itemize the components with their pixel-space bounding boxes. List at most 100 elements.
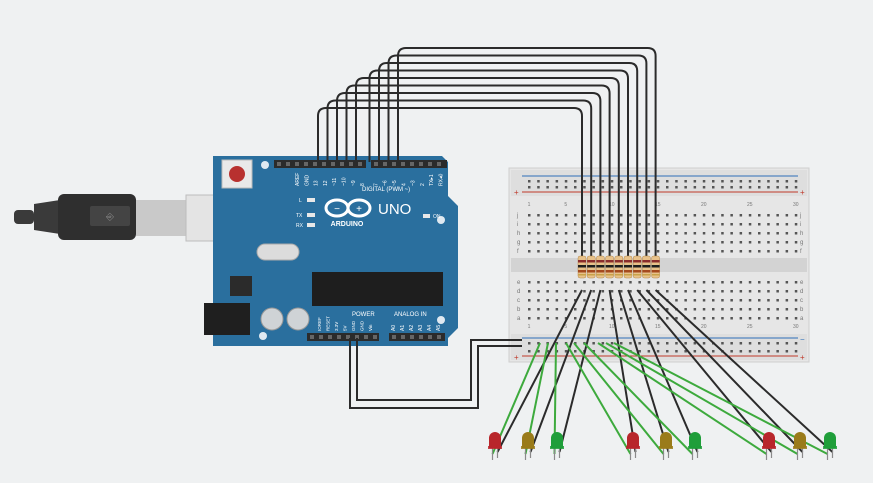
row-letter: a	[517, 316, 521, 322]
svg-text:−: −	[334, 204, 340, 215]
led-anode-wire[interactable]	[654, 289, 834, 453]
led-cathode-wire[interactable]	[573, 342, 665, 455]
row-letter: d	[800, 289, 803, 295]
led-cathode-wire[interactable]	[597, 342, 768, 455]
digital-pin-label: ~5	[392, 180, 398, 186]
digital-pin-label: RX◂0	[439, 174, 445, 186]
arduino-logo-icon: − +	[324, 198, 372, 218]
digital-signal-wires[interactable]	[317, 47, 657, 259]
microcontroller-chip	[312, 272, 443, 306]
digital-pin-label: AREF	[295, 173, 301, 186]
column-number: 15	[655, 324, 661, 330]
led[interactable]	[660, 432, 672, 448]
led[interactable]	[689, 432, 701, 448]
signal-wire[interactable]	[368, 69, 629, 259]
row-letter: b	[517, 307, 521, 313]
power-pin-label: RESET	[326, 316, 331, 331]
digital-pin-label: ~10	[342, 177, 348, 186]
row-letter: j	[799, 213, 801, 219]
power-pin-label: Vin	[368, 324, 373, 331]
column-number: 10	[609, 202, 615, 208]
led[interactable]	[627, 432, 639, 448]
led-anode-wire[interactable]	[645, 289, 804, 453]
digital-pin-label: ~3	[411, 180, 417, 186]
row-letter: i	[517, 222, 518, 228]
digital-pin-label: ~9	[351, 180, 357, 186]
digital-header-right[interactable]	[371, 160, 447, 168]
row-letter: j	[516, 213, 518, 219]
column-number: 15	[655, 202, 661, 208]
signal-wire[interactable]	[397, 47, 657, 258]
rail-plus-bottom: +	[514, 353, 519, 362]
column-number: 1	[528, 324, 531, 330]
led[interactable]	[522, 432, 534, 448]
led-rx-label: RX	[296, 223, 304, 229]
power-label: POWER	[352, 312, 375, 318]
signal-wire[interactable]	[378, 62, 639, 258]
led-anode-wire[interactable]	[608, 289, 637, 453]
digital-pin-label: 12	[323, 180, 329, 186]
column-number: 30	[793, 202, 799, 208]
signal-wire[interactable]	[345, 84, 611, 259]
row-letter: g	[517, 240, 520, 246]
digital-header-left[interactable]	[274, 160, 366, 168]
led[interactable]	[763, 432, 775, 448]
row-letter: d	[517, 289, 520, 295]
row-letter: h	[517, 231, 520, 237]
analog-label: ANALOG IN	[394, 312, 427, 318]
led[interactable]	[489, 432, 501, 448]
power-header[interactable]	[307, 333, 379, 341]
led-cathode-wire[interactable]	[613, 342, 828, 455]
row-letter: c	[517, 298, 520, 304]
column-number: 5	[564, 324, 567, 330]
column-number: 25	[747, 324, 753, 330]
led[interactable]	[794, 432, 806, 448]
digital-pin-label: TX▸1	[429, 174, 435, 186]
led-group[interactable]	[488, 432, 837, 460]
arduino-board[interactable]: − + ARDUINO UNO DIGITAL (PWM ~) POWER AN…	[204, 156, 458, 346]
signal-wire[interactable]	[326, 99, 593, 259]
rail-plus-top-right: +	[800, 188, 805, 197]
led-tx-label: TX	[296, 213, 303, 219]
column-number: 10	[609, 324, 615, 330]
analog-pin-label: A4	[427, 325, 433, 331]
led[interactable]	[824, 432, 836, 448]
brand-label: ARDUINO	[331, 221, 364, 228]
analog-pin-label: A1	[400, 325, 406, 331]
reset-button[interactable]	[229, 166, 245, 182]
led-cathode-wire[interactable]	[565, 342, 632, 455]
column-number: 5	[564, 202, 567, 208]
signal-wire[interactable]	[355, 77, 620, 258]
led-anode-wire[interactable]	[627, 289, 699, 453]
led-anode-wire[interactable]	[529, 289, 593, 453]
row-letter: e	[517, 280, 521, 286]
led-anode-wire[interactable]	[496, 289, 583, 453]
power-pin-label: 3.3V	[334, 322, 339, 331]
digital-pin-label: ~6	[383, 180, 389, 186]
column-number: 20	[701, 324, 707, 330]
power-pin-label: GND	[360, 320, 365, 331]
svg-text:+: +	[356, 204, 362, 215]
led-anode-wire[interactable]	[558, 289, 602, 453]
analog-pin-label: A5	[436, 325, 442, 331]
ground-wires[interactable]	[349, 338, 522, 409]
digital-pin-label: 13	[314, 180, 320, 186]
row-letter: e	[800, 280, 804, 286]
power-pin-label: GND	[351, 320, 356, 331]
led-cathode-wire[interactable]	[583, 342, 694, 455]
signal-wire[interactable]	[336, 92, 602, 258]
rail-minus-bottom-right: −	[800, 335, 805, 344]
led-anode-wire[interactable]	[617, 289, 670, 453]
signal-wire[interactable]	[317, 107, 583, 258]
analog-header[interactable]	[389, 333, 445, 341]
signal-wire[interactable]	[387, 54, 648, 259]
resistor-array[interactable]	[577, 255, 660, 279]
analog-pin-label: A0	[391, 325, 397, 331]
led-l-label: L	[299, 198, 302, 204]
digital-pin-label: ~11	[332, 178, 338, 186]
usb-cable[interactable]: ⎆	[14, 194, 249, 242]
led[interactable]	[551, 432, 563, 448]
digital-pin-label: 2	[420, 183, 426, 186]
